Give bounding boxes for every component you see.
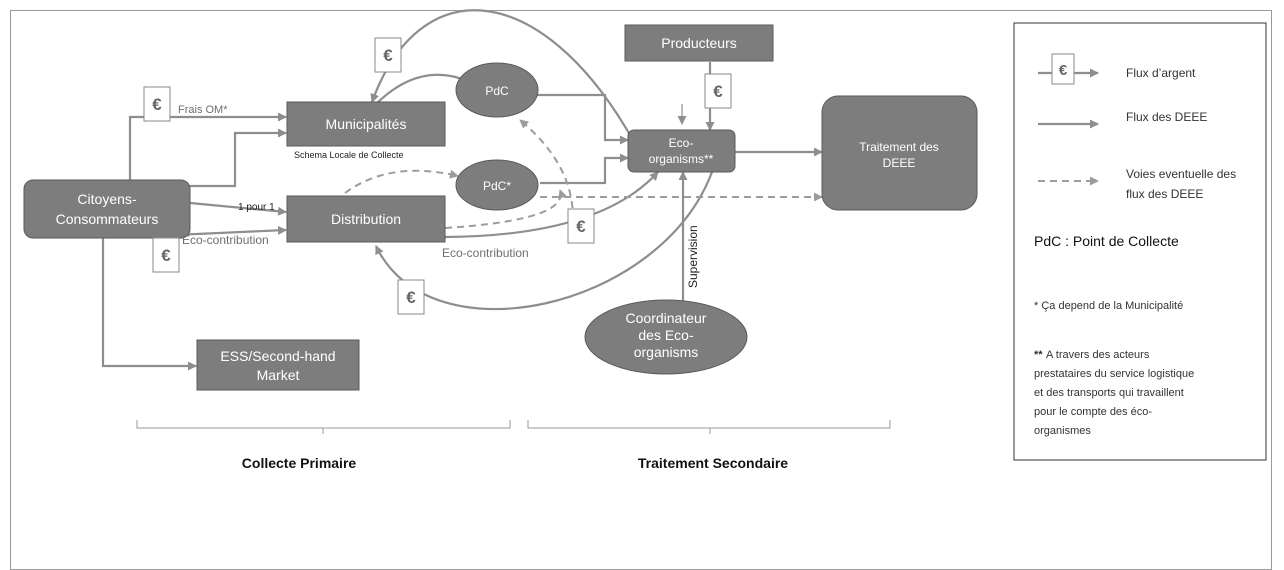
node-municipalites: Municipalités (286, 101, 446, 147)
euro-badge-distribution: € (567, 208, 595, 244)
un-pour-un-label: 1 pour 1 (238, 202, 275, 213)
euro-badge-producteurs: € (704, 73, 732, 109)
pdc-ellipse (455, 62, 539, 118)
coord-line1: Coordinateur (626, 310, 707, 326)
ess-line1: ESS/Second-hand (220, 348, 335, 364)
node-coordinateur: Coordinateur des Eco- organisms (584, 299, 748, 375)
dashed-distribution-pdcstar (344, 169, 459, 194)
legend-box (1013, 22, 1267, 461)
dashed-distribution-eco (444, 189, 567, 229)
deee-flow-diagram: Citoyens- Consommateurs Municipalités Sc… (23, 9, 1267, 471)
node-citoyens: Citoyens- Consommateurs (23, 179, 191, 239)
legend-euro-icon: € (1059, 62, 1068, 79)
distribution-box (286, 195, 446, 243)
node-pdc-star: PdC* (455, 159, 539, 211)
arrow-citoyens-distribution (189, 201, 287, 216)
legend-flux-deee: Flux des DEEE (1126, 110, 1207, 124)
pdc-star-ellipse (455, 159, 539, 211)
euro-badge-left: € (152, 237, 180, 273)
eco-contribution-right-label: Eco-contribution (442, 246, 529, 260)
legend-flux-argent: Flux d’argent (1126, 66, 1196, 80)
pdc-star-label: PdC* (483, 179, 511, 193)
legend: € Flux d’argent Flux des DEEE Voies even… (1013, 22, 1267, 461)
node-producteurs: Producteurs (624, 24, 774, 62)
euro-icon: € (152, 95, 162, 114)
arrow-citoyens-municipalites-om (128, 112, 287, 182)
ess-box (196, 339, 360, 391)
section-collecte-label: Collecte Primaire (242, 455, 357, 471)
section-brackets: Collecte Primaire Traitement Secondaire (136, 420, 891, 471)
euro-badges: € € € € € € (143, 37, 732, 315)
node-pdc: PdC (455, 62, 539, 118)
euro-badge-bottom: € (397, 279, 425, 315)
legend-note2-line2: prestataires du service logistique (1034, 368, 1194, 380)
legend-note2-line1: A travers des acteurs (1046, 349, 1150, 361)
legend-note2-line3: et des transports qui travaillent (1034, 387, 1184, 399)
legend-note2-star: ** (1034, 349, 1043, 361)
arrow-citoyens-municipalites (190, 128, 287, 188)
node-traitement: Traitement des DEEE (821, 95, 978, 211)
coord-line3: organisms (634, 344, 699, 360)
euro-icon: € (713, 82, 723, 101)
traitement-line1: Traitement des (859, 140, 939, 154)
arrow-pdcstar-eco (540, 153, 629, 185)
eco-line1: Eco- (669, 136, 694, 150)
frais-om-label: Frais OM* (178, 104, 228, 116)
ess-line2: Market (257, 367, 300, 383)
node-distribution: Distribution (286, 195, 446, 243)
arrow-pdc-eco (530, 93, 629, 145)
legend-note2-line4: pour le compte des éco- (1034, 406, 1152, 418)
eco-organisms-box (627, 129, 736, 173)
citoyens-line1: Citoyens- (77, 191, 136, 207)
schema-label: Schema Locale de Collecte (294, 150, 404, 160)
legend-voies-line1: Voies eventuelle des (1126, 167, 1236, 181)
legend-pdc-def: PdC : Point de Collecte (1034, 233, 1179, 249)
pdc-label: PdC (485, 84, 509, 98)
traitement-box (821, 95, 978, 211)
bracket-collecte (136, 420, 511, 434)
producteurs-label: Producteurs (661, 35, 736, 51)
municipalites-box (286, 101, 446, 147)
citoyens-box (23, 179, 191, 239)
euro-icon: € (161, 246, 171, 265)
supervision-label: Supervision (686, 225, 700, 288)
euro-badge-top: € (374, 37, 402, 73)
legend-voies-line2: flux des DEEE (1126, 187, 1203, 201)
euro-icon: € (406, 288, 416, 307)
section-traitement-label: Traitement Secondaire (638, 455, 788, 471)
traitement-line2: DEEE (883, 156, 916, 170)
arrow-citoyens-ess (101, 238, 197, 371)
distribution-label: Distribution (331, 211, 401, 227)
coordinateur-ellipse (584, 299, 748, 375)
bracket-traitement (527, 420, 891, 434)
coord-line2: des Eco- (638, 327, 694, 343)
euro-icon: € (576, 217, 586, 236)
citoyens-line2: Consommateurs (56, 211, 159, 227)
eco-contribution-left-label: Eco-contribution (182, 233, 269, 247)
euro-badge-frais: € (143, 86, 171, 122)
municipalites-label: Municipalités (326, 116, 407, 132)
legend-note1: * Ça depend de la Municipalité (1034, 300, 1183, 312)
euro-icon: € (383, 46, 393, 65)
node-ess: ESS/Second-hand Market (196, 339, 360, 391)
eco-line2: organisms** (649, 152, 714, 166)
producteurs-box (624, 24, 774, 62)
legend-note2-line5: organismes (1034, 425, 1091, 437)
node-eco-organisms: Eco- organisms** (627, 129, 736, 173)
